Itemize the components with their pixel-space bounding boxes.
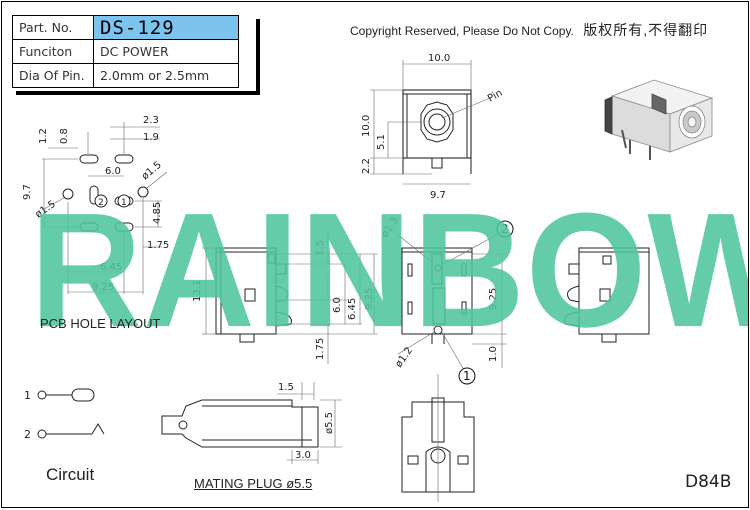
pcb-dim-0-8: 0.8 <box>59 128 70 144</box>
side-dim-6-45: 6.45 <box>347 298 358 320</box>
side-dim-13-1: 13.1 <box>192 280 203 302</box>
product-illustration <box>604 79 714 160</box>
back-view <box>564 247 650 343</box>
front-dim-dia-1-2: ø1.2 <box>393 345 415 369</box>
pcb-hole-layout-label: PCB HOLE LAYOUT <box>40 316 161 331</box>
top-dim-5-1: 5.1 <box>376 134 387 150</box>
copyright-notice: Copyright Reserved, Please Do Not Copy. … <box>350 20 708 40</box>
top-view-dimension-texts: 10.0 10.0 5.1 2.2 9.7 Pin <box>361 53 504 201</box>
model-code: D84B <box>685 472 732 492</box>
spec-row-part-no: Part. No. DS-129 <box>12 15 239 40</box>
top-dim-9-7: 9.7 <box>430 190 446 201</box>
copyright-en: Copyright Reserved, Please Do Not Copy. <box>350 24 574 38</box>
callout-2: 2 <box>501 222 509 236</box>
top-view <box>370 60 491 185</box>
side-dim-1-75: 1.75 <box>315 338 326 360</box>
circuit-pin-2: 2 <box>24 428 31 441</box>
plug-dimension-texts: 1.5 ø5.5 3.0 <box>278 382 335 461</box>
pcb-dim-1-9: 1.9 <box>143 132 159 143</box>
front-dim-9-25: 9.25 <box>488 288 499 310</box>
pcb-dim-1-75: 1.75 <box>147 240 169 251</box>
pcb-dim-6-0: 6.0 <box>105 166 121 177</box>
pcb-pin-mark-2: 2 <box>98 198 104 208</box>
mating-plug <box>161 382 342 464</box>
part-no-label: Part. No. <box>12 15 94 40</box>
spec-table: Part. No. DS-129 Funciton DC POWER Dia O… <box>12 15 239 88</box>
spec-row-pin: Dia Of Pin. 2.0mm or 2.5mm <box>12 63 239 88</box>
side-dim-1-5: 1.5 <box>315 240 326 256</box>
pcb-dim-9-25: 9.25 <box>92 282 114 293</box>
pcb-dim-dia-1-5-right: ø1.5 <box>140 160 164 183</box>
pcb-pin-mark-1: 1 <box>121 198 127 208</box>
pcb-dim-2-3: 2.3 <box>143 115 159 126</box>
front-view <box>396 233 507 371</box>
top-pin-callout: Pin <box>486 88 504 105</box>
pcb-dim-1-2: 1.2 <box>38 128 49 144</box>
pin-diameter-value: 2.0mm or 2.5mm <box>93 63 239 88</box>
function-value: DC POWER <box>93 39 239 64</box>
side-view <box>202 232 378 364</box>
side-dim-9-25: 9.25 <box>364 288 375 310</box>
plug-dim-3-0: 3.0 <box>295 450 311 461</box>
top-dim-width: 10.0 <box>428 53 450 64</box>
callout-1: 1 <box>463 369 471 383</box>
side-view-dimension-texts: 13.1 1.5 6.0 6.45 9.25 1.75 <box>192 240 375 360</box>
circuit-pin-1: 1 <box>24 389 31 402</box>
top-dim-2-2: 2.2 <box>361 158 372 174</box>
plug-dim-1-5: 1.5 <box>278 382 294 393</box>
pcb-dim-9-7: 9.7 <box>22 184 33 200</box>
circuit-pin-labels: 1 2 <box>24 389 31 441</box>
spec-table-shadow <box>16 19 260 95</box>
front-dim-1-0: 1.0 <box>488 346 499 362</box>
pcb-hole-layout <box>41 122 168 294</box>
top-dim-height: 10.0 <box>361 115 372 137</box>
plug-dim-dia-5-5: ø5.5 <box>324 412 335 434</box>
pcb-dim-4-85: 4.85 <box>152 202 163 224</box>
front-dim-dia-1-3: ø1.3 <box>379 215 401 239</box>
part-no-value: DS-129 <box>93 15 239 40</box>
pin-diameter-label: Dia Of Pin. <box>12 63 94 88</box>
spec-row-function: Funciton DC POWER <box>12 39 239 64</box>
pcb-dim-6-45: 6.45 <box>100 262 122 273</box>
front-view-dimension-texts: ø1.3 9.25 1.0 ø1.2 <box>379 215 499 369</box>
circuit-label: Circuit <box>46 465 95 484</box>
copyright-cn: 版权所有,不得翻印 <box>583 22 709 38</box>
callout-texts: 2 1 <box>463 222 509 383</box>
side-dim-6-0: 6.0 <box>332 297 343 313</box>
mating-plug-label: MATING PLUG ø5.5 <box>194 476 313 491</box>
pcb-dim-dia-1-5-left: ø1.5 <box>33 199 57 221</box>
circuit-symbol <box>37 388 105 439</box>
callout-markers <box>458 220 514 385</box>
bottom-view <box>401 374 475 502</box>
